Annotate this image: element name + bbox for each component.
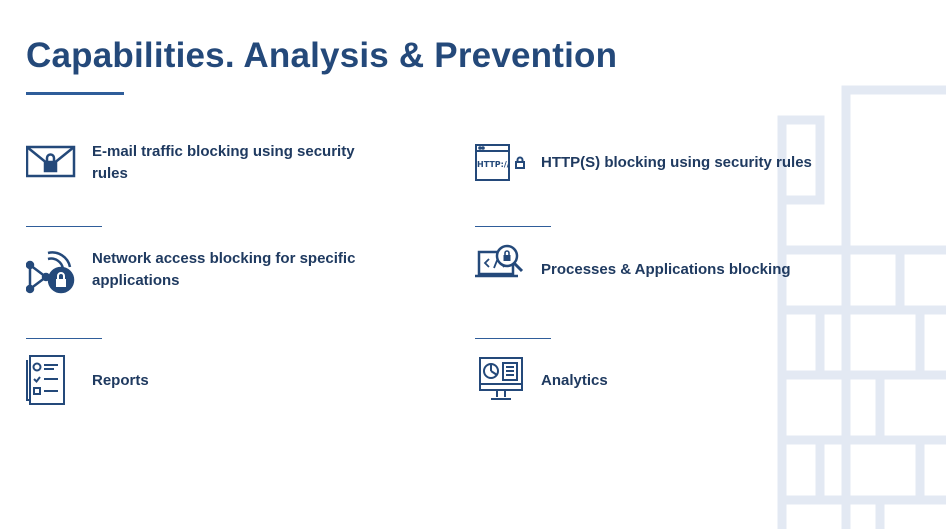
title-underline	[26, 92, 124, 95]
capability-analytics: Analytics	[475, 354, 841, 408]
capability-http-blocking: HTTP:// HTTP(S) blocking using security …	[475, 136, 841, 190]
divider	[475, 226, 551, 227]
capability-email-blocking: E-mail traffic blocking using security r…	[26, 136, 392, 190]
page-title: Capabilities. Analysis & Prevention	[26, 36, 618, 75]
laptop-code-lock-icon	[475, 243, 529, 297]
capability-label: HTTP(S) blocking using security rules	[541, 154, 812, 171]
report-document-icon	[26, 354, 80, 408]
http-lock-browser-icon: HTTP://	[475, 136, 529, 190]
background-wall-graphic	[777, 85, 946, 529]
capability-label: Network access blocking for specific app…	[92, 250, 356, 289]
divider	[475, 338, 551, 339]
svg-text:HTTP://: HTTP://	[477, 160, 510, 169]
divider	[26, 226, 102, 227]
capability-label: E-mail traffic blocking using security r…	[92, 143, 355, 182]
capability-label: Analytics	[541, 372, 608, 389]
capability-process-blocking: Processes & Applications blocking	[475, 243, 841, 297]
envelope-lock-icon	[26, 136, 80, 190]
network-lock-icon	[26, 243, 80, 297]
monitor-chart-icon	[475, 354, 529, 408]
capability-network-blocking: Network access blocking for specific app…	[26, 243, 392, 297]
capability-label: Reports	[92, 372, 149, 389]
capability-label: Processes & Applications blocking	[541, 261, 791, 278]
capability-reports: Reports	[26, 354, 392, 408]
divider	[26, 338, 102, 339]
